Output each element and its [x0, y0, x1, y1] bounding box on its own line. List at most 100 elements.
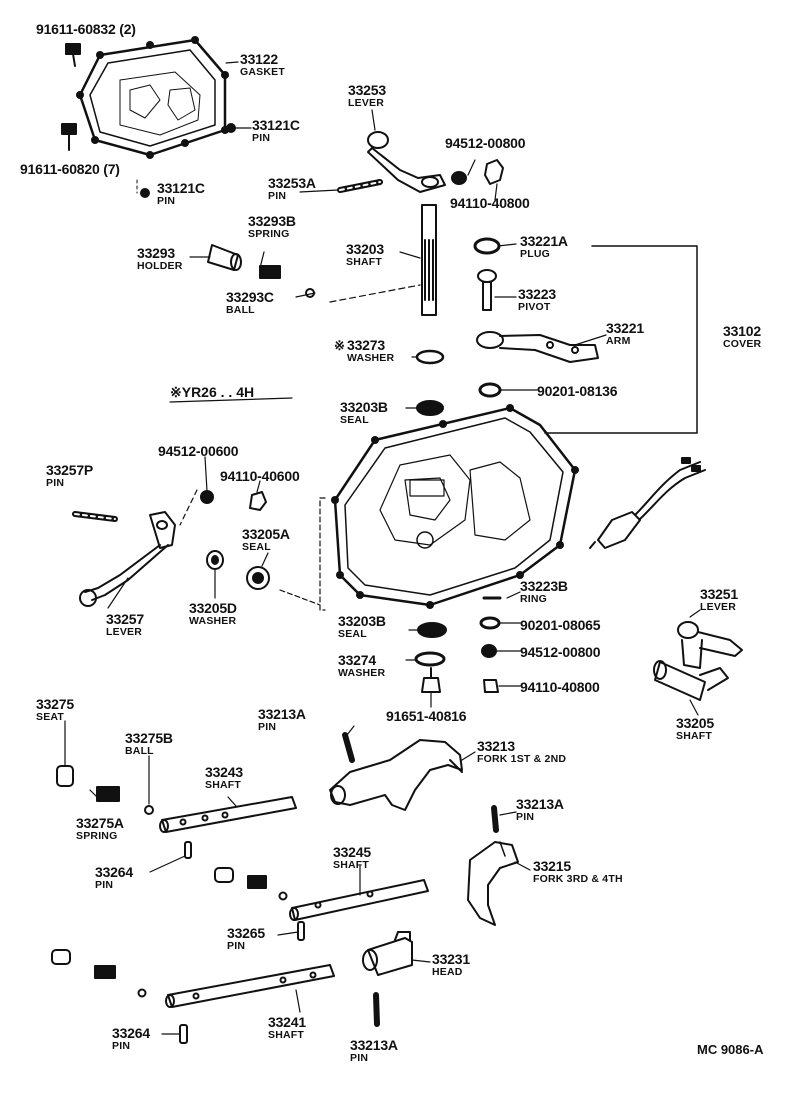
label-94110-40800-a: 94110-40800 [450, 195, 530, 211]
variant-text: YR26 . . 4H [181, 384, 255, 400]
washer-33205d [206, 550, 224, 570]
shaft-33205 [653, 660, 729, 701]
spring-row3 [94, 965, 116, 979]
pin-33264-a [184, 841, 192, 859]
lever-33253 [367, 131, 446, 193]
pin-33213a-c [373, 992, 380, 1027]
plug-33221a [473, 237, 501, 255]
shaft-33245 [289, 879, 429, 921]
label-90201-08136: 90201-08136 [537, 383, 618, 399]
arm-33221 [476, 331, 599, 363]
spring-row2 [247, 875, 267, 889]
nut-94110-40600 [249, 491, 267, 511]
bolt-91651-40816 [421, 667, 441, 693]
spring-33293b [259, 265, 281, 279]
seat-33275 [56, 765, 74, 787]
label-90201-08065: 90201-08065 [520, 617, 601, 633]
pin-33264-b [179, 1024, 188, 1044]
head-33231 [362, 931, 413, 976]
seat-row3 [51, 949, 71, 965]
shaft-33241 [165, 964, 335, 1008]
label-91651-40816: 91651-40816 [386, 708, 467, 724]
label-91611-60820: 91611-60820 (7) [20, 161, 120, 177]
fork-33215 [467, 841, 519, 926]
washer-94512-00800-a [451, 171, 467, 185]
ball-33275b [144, 805, 154, 815]
fork-33213 [329, 739, 463, 811]
washer-94512-00800-b [481, 644, 497, 658]
diagram-code: MC 9086-A [697, 1042, 764, 1057]
washer-33273 [415, 349, 445, 365]
pivot-33223 [477, 269, 497, 311]
seal-33205a [246, 566, 270, 590]
variant-mark: ※ [170, 384, 182, 400]
seal-33203b-a [416, 400, 444, 416]
switch-with-wires [589, 457, 706, 549]
cover-housing-33102 [331, 404, 579, 609]
shaft-33243 [159, 796, 297, 833]
pin-33121c-b [140, 188, 150, 198]
pin-33257p [72, 511, 118, 522]
nut-94110-40800-b [483, 679, 499, 693]
washer-90201-08065 [479, 616, 501, 630]
bolt-91611-60832 [65, 43, 81, 67]
washer-33274 [414, 651, 446, 667]
lever-33257 [79, 511, 176, 607]
pin-33213a-b [491, 805, 499, 833]
label-91611-60832: 91611-60832 (2) [36, 21, 136, 37]
seat-row2 [214, 867, 234, 883]
variant-note: ※YR26 . . 4H [170, 384, 254, 401]
holder-33293 [207, 244, 242, 271]
lever-33251 [677, 621, 743, 669]
pin-33265 [297, 921, 305, 941]
washer-90201-08136 [478, 382, 502, 398]
label-94110-40800-b: 94110-40800 [520, 679, 600, 695]
seal-33203b-b [417, 622, 447, 638]
nut-94110-40800-a [484, 159, 504, 185]
washer-94512-00600 [200, 490, 214, 504]
label-94512-00800-a: 94512-00800 [445, 135, 526, 151]
ball-row2 [278, 891, 288, 901]
label-94512-00600: 94512-00600 [158, 443, 239, 459]
ball-row3 [137, 988, 147, 998]
pin-33213a-a [342, 732, 355, 763]
label-33273-mark: ※ [334, 338, 345, 353]
